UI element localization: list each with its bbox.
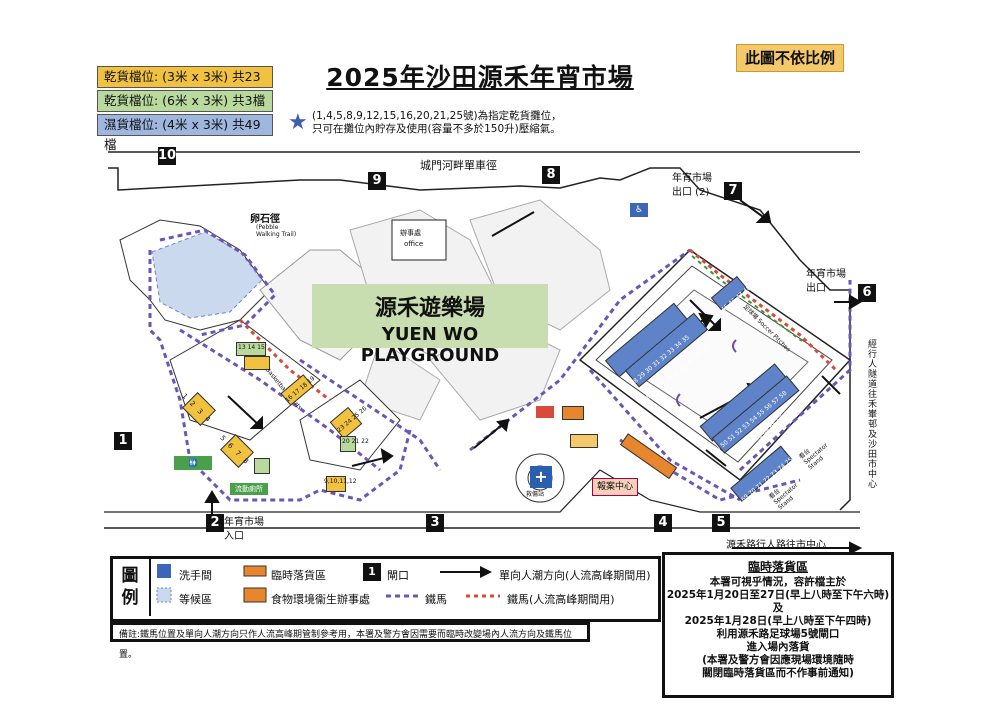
legend-barrier: 鐵馬: [425, 593, 447, 606]
office-label-zh: 辦事處: [400, 229, 421, 237]
info-panel: 臨時落貨區 本署可視乎情況，容許檔主於 2025年1月20日至27日(早上八時至…: [662, 552, 894, 698]
office-label-en: office: [404, 240, 424, 248]
exit-label: 年宵市場 出口: [806, 269, 846, 294]
legend-one-way: 單向人潮方向(人流高峰期間用): [499, 569, 651, 582]
gate-1: 1: [114, 432, 132, 450]
legend-toilet: 洗手間: [179, 569, 212, 582]
info-line7: (本署及警方會因應現場環境隨時: [702, 654, 854, 666]
legend-waiting: 等候區: [179, 593, 212, 606]
stall-numbers-f: 20 21 22: [342, 438, 369, 445]
info-line8: 關閉臨時落貨區而不作事前通知): [702, 667, 854, 679]
stall-block-c: [326, 476, 346, 492]
gate-7: 7: [724, 182, 742, 200]
legend-gate: 閘口: [387, 569, 409, 582]
bottom-road-label: 源禾路行人路往市中心: [726, 540, 826, 551]
page-title: 2025年沙田源禾年宵市場: [326, 63, 634, 92]
gate-6: 6: [858, 284, 876, 302]
gate-2: 2: [206, 514, 224, 532]
stall-numbers-c: 9,10,11,12: [324, 478, 357, 485]
gate-8: 8: [542, 166, 560, 184]
top-road-label: 城門河畔單車徑: [420, 159, 497, 172]
star-icon: ★: [288, 110, 308, 135]
info-line6: 進入場內落貨: [746, 641, 810, 653]
police-report-centre: 報案中心: [592, 478, 638, 496]
toilet-left: 🚻: [174, 456, 212, 470]
gate-5: 5: [712, 514, 730, 532]
first-aid-icon: +: [530, 466, 552, 488]
legend-fehd-office: 食物環境衞生辦事處: [271, 593, 370, 606]
scale-note: 此圖不依比例: [736, 44, 844, 72]
fehd-office-icon: [536, 406, 554, 418]
star-note-line2: 只可在攤位內貯存及使用(容量不多於150升)壓縮氣。: [312, 123, 561, 135]
star-note: (1,4,5,8,9,12,15,16,20,21,25號)為指定乾貨攤位， 只…: [312, 110, 562, 136]
info-line2: 2025年1月20日至27日(早上八時至下午六時): [666, 589, 890, 601]
stall-legend-wet: 濕貨檔位: (4米 x 3米) 共49檔: [97, 114, 273, 152]
fehd-office-icon-2: [562, 406, 584, 420]
gate-3: 3: [426, 514, 444, 532]
gate-4: 4: [654, 514, 672, 532]
exit-2-label: 年宵市場 出口 (2): [672, 173, 712, 198]
mobile-toilet-label: 流動廁所: [230, 483, 268, 495]
info-heading: 臨時落貨區: [747, 560, 808, 574]
first-aid-label: 救傷站: [526, 491, 545, 498]
footnote: 備註:鐵馬位置及單向人潮方向只作人流高峰期管制參考用，本署及警方會因需要而臨時改…: [110, 622, 590, 660]
legend-panel: 圖例 洗手間 臨時落貨區 1 閘口 單向人潮方向(人流高峰期間用) 等候區 食物…: [110, 556, 661, 622]
stall-block-d: [236, 342, 266, 356]
legend-divider: [149, 556, 151, 616]
stall-block-f: [340, 436, 356, 452]
star-note-line1: (1,4,5,8,9,12,15,16,20,21,25號)為指定乾貨攤位，: [312, 110, 562, 122]
playground-name-en: YUEN WO PLAYGROUND: [360, 324, 500, 366]
info-line5: 利用源禾路足球場5號閘口: [716, 628, 840, 640]
playground-label: 源禾遊樂場 YUEN WO PLAYGROUND: [312, 284, 548, 366]
info-line4: 2025年1月28日(早上八時至下午四時): [684, 615, 872, 627]
legend-barrier-peak: 鐵馬(人流高峰期間用): [507, 593, 615, 606]
legend-heading: 圖例: [121, 566, 139, 608]
loading-area-marker: [570, 434, 598, 448]
info-line1: 本署可視乎情況，容許檔主於: [709, 576, 847, 588]
entrance-label: 年宵市場 入口: [224, 517, 264, 542]
gate-10: 10: [158, 147, 177, 165]
stall-legend-dry-large: 乾貨檔位: (6米 x 3米) 共3檔: [97, 90, 273, 112]
pebble-trail-label: 卵石徑: [250, 214, 280, 225]
toilet-icon: 🚻: [188, 459, 198, 467]
gate-9: 9: [368, 172, 386, 190]
stall-block-d2: [244, 356, 270, 370]
playground-name-zh: 源禾遊樂場: [374, 295, 485, 321]
stall-numbers-d: 13 14 15: [238, 344, 265, 351]
pebble-trail-en: (Pebble Walking Trail): [256, 224, 297, 238]
stall-block-b2: [254, 458, 270, 474]
legend-gate-icon: 1: [363, 563, 381, 581]
toilet-icon-top: ♿: [630, 203, 648, 217]
legend-temp-loading: 臨時落貨區: [271, 569, 326, 582]
info-line3: 及: [772, 602, 784, 614]
right-road-label: 經行人隧道往禾輋邨及沙田市中心: [868, 340, 878, 490]
